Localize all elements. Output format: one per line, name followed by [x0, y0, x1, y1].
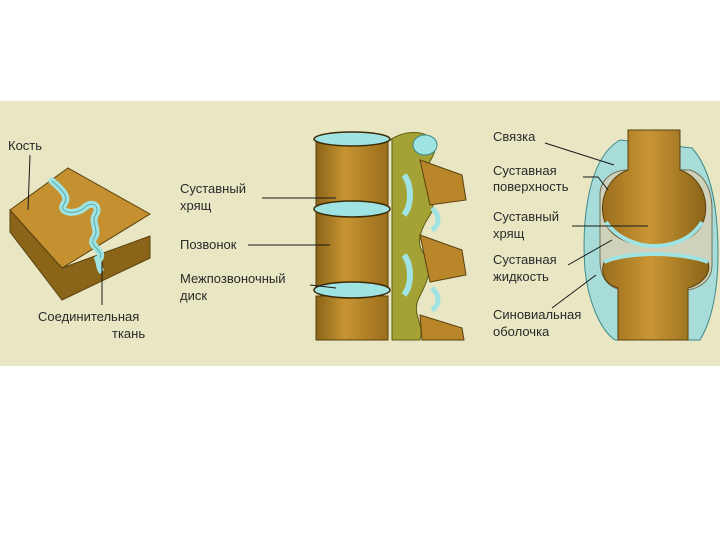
label-disc-2: диск: [180, 288, 207, 303]
label-membrane-2: оболочка: [493, 324, 550, 339]
bone-leader: [27, 154, 31, 211]
label-surface-1: Суставная: [493, 163, 557, 178]
label-connective-2: ткань: [112, 326, 145, 341]
suture-bone-drawing: [9, 167, 151, 301]
label-membrane-1: Синовиальная: [493, 307, 581, 322]
label-connective-1: Соединительная: [38, 309, 139, 324]
label-cartilage-joint-1: Суставный: [493, 209, 559, 224]
label-bone: Кость: [8, 138, 42, 153]
label-cartilage-spine-2: хрящ: [180, 198, 212, 213]
joint-drawing: [583, 129, 719, 341]
membrane-leader: [551, 274, 597, 309]
label-ligament: Связка: [493, 129, 536, 144]
disc-leader: [309, 284, 337, 289]
label-vertebra: Позвонок: [180, 237, 237, 252]
spine-drawing: [313, 131, 467, 341]
label-cartilage-joint-2: хрящ: [493, 226, 525, 241]
surface-leader: [583, 176, 609, 191]
fluid-leader: [567, 239, 613, 266]
label-disc-1: Межпозвоночный: [180, 271, 286, 286]
label-surface-2: поверхность: [493, 179, 569, 194]
ligament-leader: [544, 142, 615, 166]
label-fluid-2: жидкость: [493, 269, 549, 284]
label-cartilage-spine-1: Суставный: [180, 181, 246, 196]
label-fluid-1: Суставная: [493, 252, 557, 267]
